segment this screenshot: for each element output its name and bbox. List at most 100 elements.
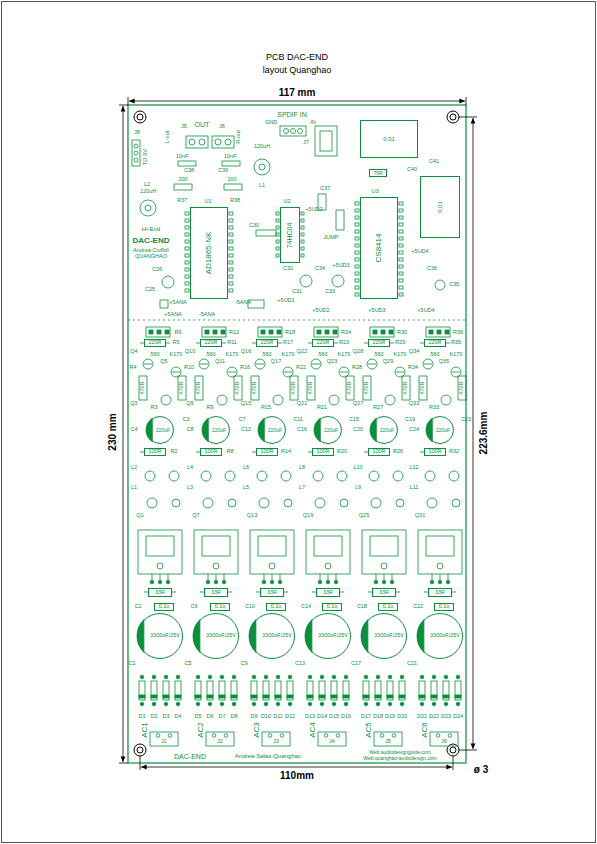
component-box: 0.01 [360, 120, 418, 158]
part-label: C6 [190, 604, 197, 610]
part-label: C5 [184, 661, 191, 667]
part-label: R6 [174, 330, 181, 336]
component-value: 220R [148, 340, 161, 346]
component-value: 33R [323, 590, 333, 596]
part-label: 10nF [176, 154, 189, 160]
part-label: +5UD4 [417, 308, 434, 314]
component-value: 100R [204, 449, 217, 455]
part-label: IN [310, 120, 316, 126]
component-box: 0.1u [378, 603, 398, 611]
capacitor-circle: 220uF [426, 416, 454, 444]
part-label: C8 [186, 427, 193, 433]
part-label: 470R [252, 381, 258, 394]
part-label: C31 [292, 289, 302, 295]
component-box: 33R [148, 588, 172, 597]
part-label: AC1 [141, 722, 149, 738]
part-label: 470R [291, 381, 297, 394]
part-label: Q34 [409, 349, 419, 355]
part-label: D16 [341, 714, 351, 720]
part-label: D24 [453, 714, 463, 720]
part-label: D10 [261, 714, 271, 720]
component-box: 33R [204, 588, 228, 597]
part-label: R20 [337, 449, 347, 455]
part-label: L2 [131, 465, 137, 471]
chip-box: 0.01 [420, 176, 460, 238]
part-label: +5ANA [164, 312, 182, 318]
part-label: 560 [262, 352, 271, 358]
part-label: C4 [130, 427, 137, 433]
part-label: 120uH [254, 144, 270, 150]
component-box: 0.1u [322, 603, 342, 611]
part-label: R30 [397, 330, 407, 336]
part-label: Hi-End [142, 226, 160, 232]
part-label: C1 [128, 661, 135, 667]
part-label: D13 [305, 714, 315, 720]
part-label: 470R [235, 381, 241, 394]
part-label: 470R [140, 381, 146, 394]
part-label: C40 [407, 167, 417, 173]
part-label: D21 [417, 714, 427, 720]
top-parts [128, 126, 466, 320]
part-label: R33 [429, 405, 439, 411]
component-box: 100R [200, 448, 222, 456]
part-label: Q9 [186, 401, 193, 407]
capacitor-circle: 220uF [370, 416, 398, 444]
part-label: 470R [459, 381, 465, 394]
capacitor-circle: 3300uF/25V [249, 613, 295, 659]
component-value: 100R [148, 449, 161, 455]
component-box: 220R [200, 339, 222, 347]
component-value: 100R [316, 449, 329, 455]
part-label: R36 [453, 330, 463, 336]
part-label: U2 [283, 199, 290, 205]
part-label: R23 [339, 340, 349, 346]
part-label: D19 [385, 714, 395, 720]
part-label: C18 [357, 604, 367, 610]
part-label: C3 [182, 417, 189, 423]
part-label: D17 [361, 714, 371, 720]
chip-box: 74HC04 [280, 207, 300, 263]
capacitor-circle: 220uF [314, 416, 342, 444]
part-label: J5 [181, 124, 187, 130]
part-label: J6 [441, 739, 447, 745]
component-value: 75R [373, 171, 382, 176]
capacitor-circle: 3300uF/25V [361, 613, 407, 659]
part-label: L10 [353, 465, 362, 471]
part-label: R18 [285, 330, 295, 336]
part-label: Q27 [353, 401, 363, 407]
part-label: Q19 [303, 513, 313, 519]
part-label: Andrea-Salas-Quanghao [235, 753, 301, 759]
part-label: 560 [206, 352, 215, 358]
part-label: +5UD2 [305, 207, 322, 213]
component-value: 3300uF/25V [150, 633, 180, 639]
component-value: 33R [155, 590, 165, 596]
component-box: 220R [312, 339, 334, 347]
part-label: C14 [301, 604, 311, 610]
part-label: 200 [227, 177, 236, 183]
part-label: C34 [315, 266, 325, 272]
component-value: 33R [267, 590, 277, 596]
part-label: C22 [413, 604, 423, 610]
component-value: 0.01 [437, 201, 443, 213]
component-box: 100R [312, 448, 334, 456]
component-box: 100R [424, 448, 446, 456]
dimension-label: 117 mm [279, 88, 316, 98]
part-label: JUMP [324, 235, 339, 241]
part-label: 560 [430, 352, 439, 358]
component-box: 0.1u [154, 603, 174, 611]
part-label: Q22 [297, 349, 307, 355]
component-box: 33R [260, 588, 284, 597]
part-label: D3 [162, 714, 169, 720]
part-label: AC4 [309, 722, 317, 738]
part-label: C20 [353, 427, 363, 433]
part-label: D23 [441, 714, 451, 720]
part-label: J6 [219, 124, 225, 130]
part-label: R27 [373, 405, 383, 411]
part-label: D9 [250, 714, 257, 720]
part-label: C26 [152, 267, 162, 273]
part-label: DAC-END [133, 237, 170, 245]
part-label: 200 [178, 177, 187, 183]
capacitor-circle: 220uF [202, 416, 230, 444]
component-value: 0.1u [215, 604, 226, 610]
part-label: Web:quanghao-audiodesign.com [363, 756, 436, 761]
part-label: R32 [449, 449, 459, 455]
